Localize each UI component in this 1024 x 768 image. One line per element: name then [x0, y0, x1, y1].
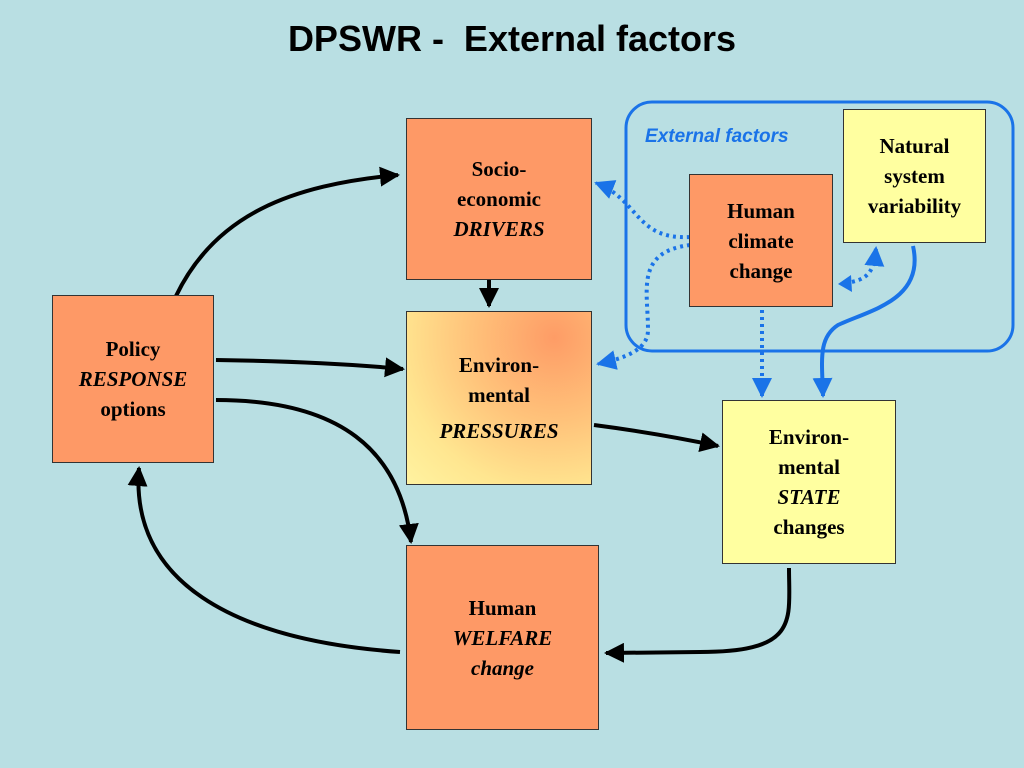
policy-line2: RESPONSE [78, 367, 188, 391]
arrowhead-into-climate [838, 275, 852, 292]
policy-line1: Policy [105, 337, 161, 361]
climate-box: Human climate change [689, 174, 833, 307]
climate-line1: Human [727, 198, 795, 223]
drivers-line2: economic [457, 187, 541, 211]
welfare-box: Human WELFARE change [406, 545, 599, 730]
welfare-line2: WELFARE [452, 625, 553, 650]
natural-box: Natural system variability [843, 109, 986, 243]
welfare-line1: Human [468, 595, 537, 620]
natural-line1: Natural [879, 134, 950, 158]
state-line3: STATE [777, 485, 841, 509]
state-line1: Environ- [768, 425, 850, 449]
arrow-state-to-welfare [604, 567, 792, 663]
state-line2: mental [778, 455, 840, 479]
natural-line3: variability [867, 194, 962, 218]
climate-line3: change [729, 258, 793, 283]
natural-line2: system [884, 164, 945, 188]
state-line4: changes [773, 515, 845, 539]
arrow-policy-to-welfare [215, 398, 419, 544]
drivers-line3: DRIVERS [453, 217, 545, 241]
arrow-welfare-to-policy [127, 466, 401, 654]
arrow-climate-to-pressures [596, 243, 691, 370]
page-title: DPSWR - External factors [287, 18, 737, 59]
policy-line3: options [100, 397, 166, 421]
policy-box: Policy RESPONSE options [52, 295, 214, 463]
state-box: Environ- mental STATE changes [722, 400, 896, 564]
pressures-line1: Environ- [458, 353, 540, 377]
external-factors-group [624, 100, 1015, 353]
arrow-natural-to-state [812, 245, 917, 398]
climate-line2: climate [728, 228, 794, 253]
arrow-pressures-to-state [593, 423, 720, 453]
arrow-climate-to-drivers [594, 180, 691, 240]
external-factors-label: External factors [645, 126, 789, 147]
pressures-line3: PRESSURES [439, 419, 559, 443]
arrow-policy-to-pressures [215, 357, 405, 378]
pressures-box: Environ- mental PRESSURES [406, 311, 592, 485]
pressures-line2: mental [468, 383, 530, 407]
drivers-line1: Socio- [471, 157, 527, 181]
arrow-policy-to-drivers [174, 166, 400, 297]
drivers-box: Socio- economic DRIVERS [406, 118, 592, 280]
welfare-line3: change [471, 655, 534, 680]
